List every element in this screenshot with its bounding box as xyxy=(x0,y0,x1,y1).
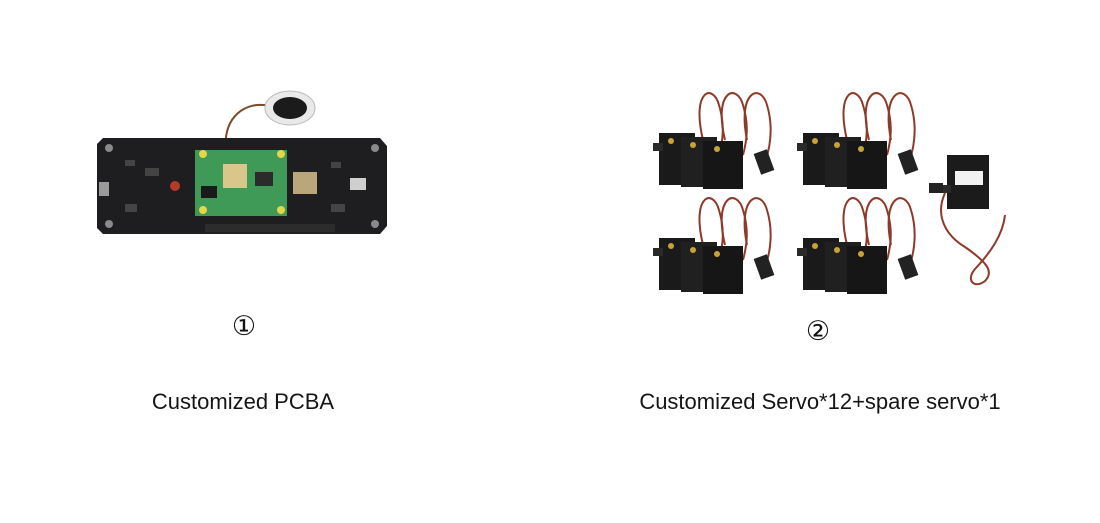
item-caption-1: Customized PCBA xyxy=(151,389,335,414)
servos-image xyxy=(645,85,1025,300)
item-caption-2: Customized Servo*12+spare servo*1 xyxy=(639,389,1001,414)
item-number-2: ② xyxy=(805,316,831,347)
item-number-1: ① xyxy=(231,311,257,342)
pcba-image xyxy=(95,88,395,238)
